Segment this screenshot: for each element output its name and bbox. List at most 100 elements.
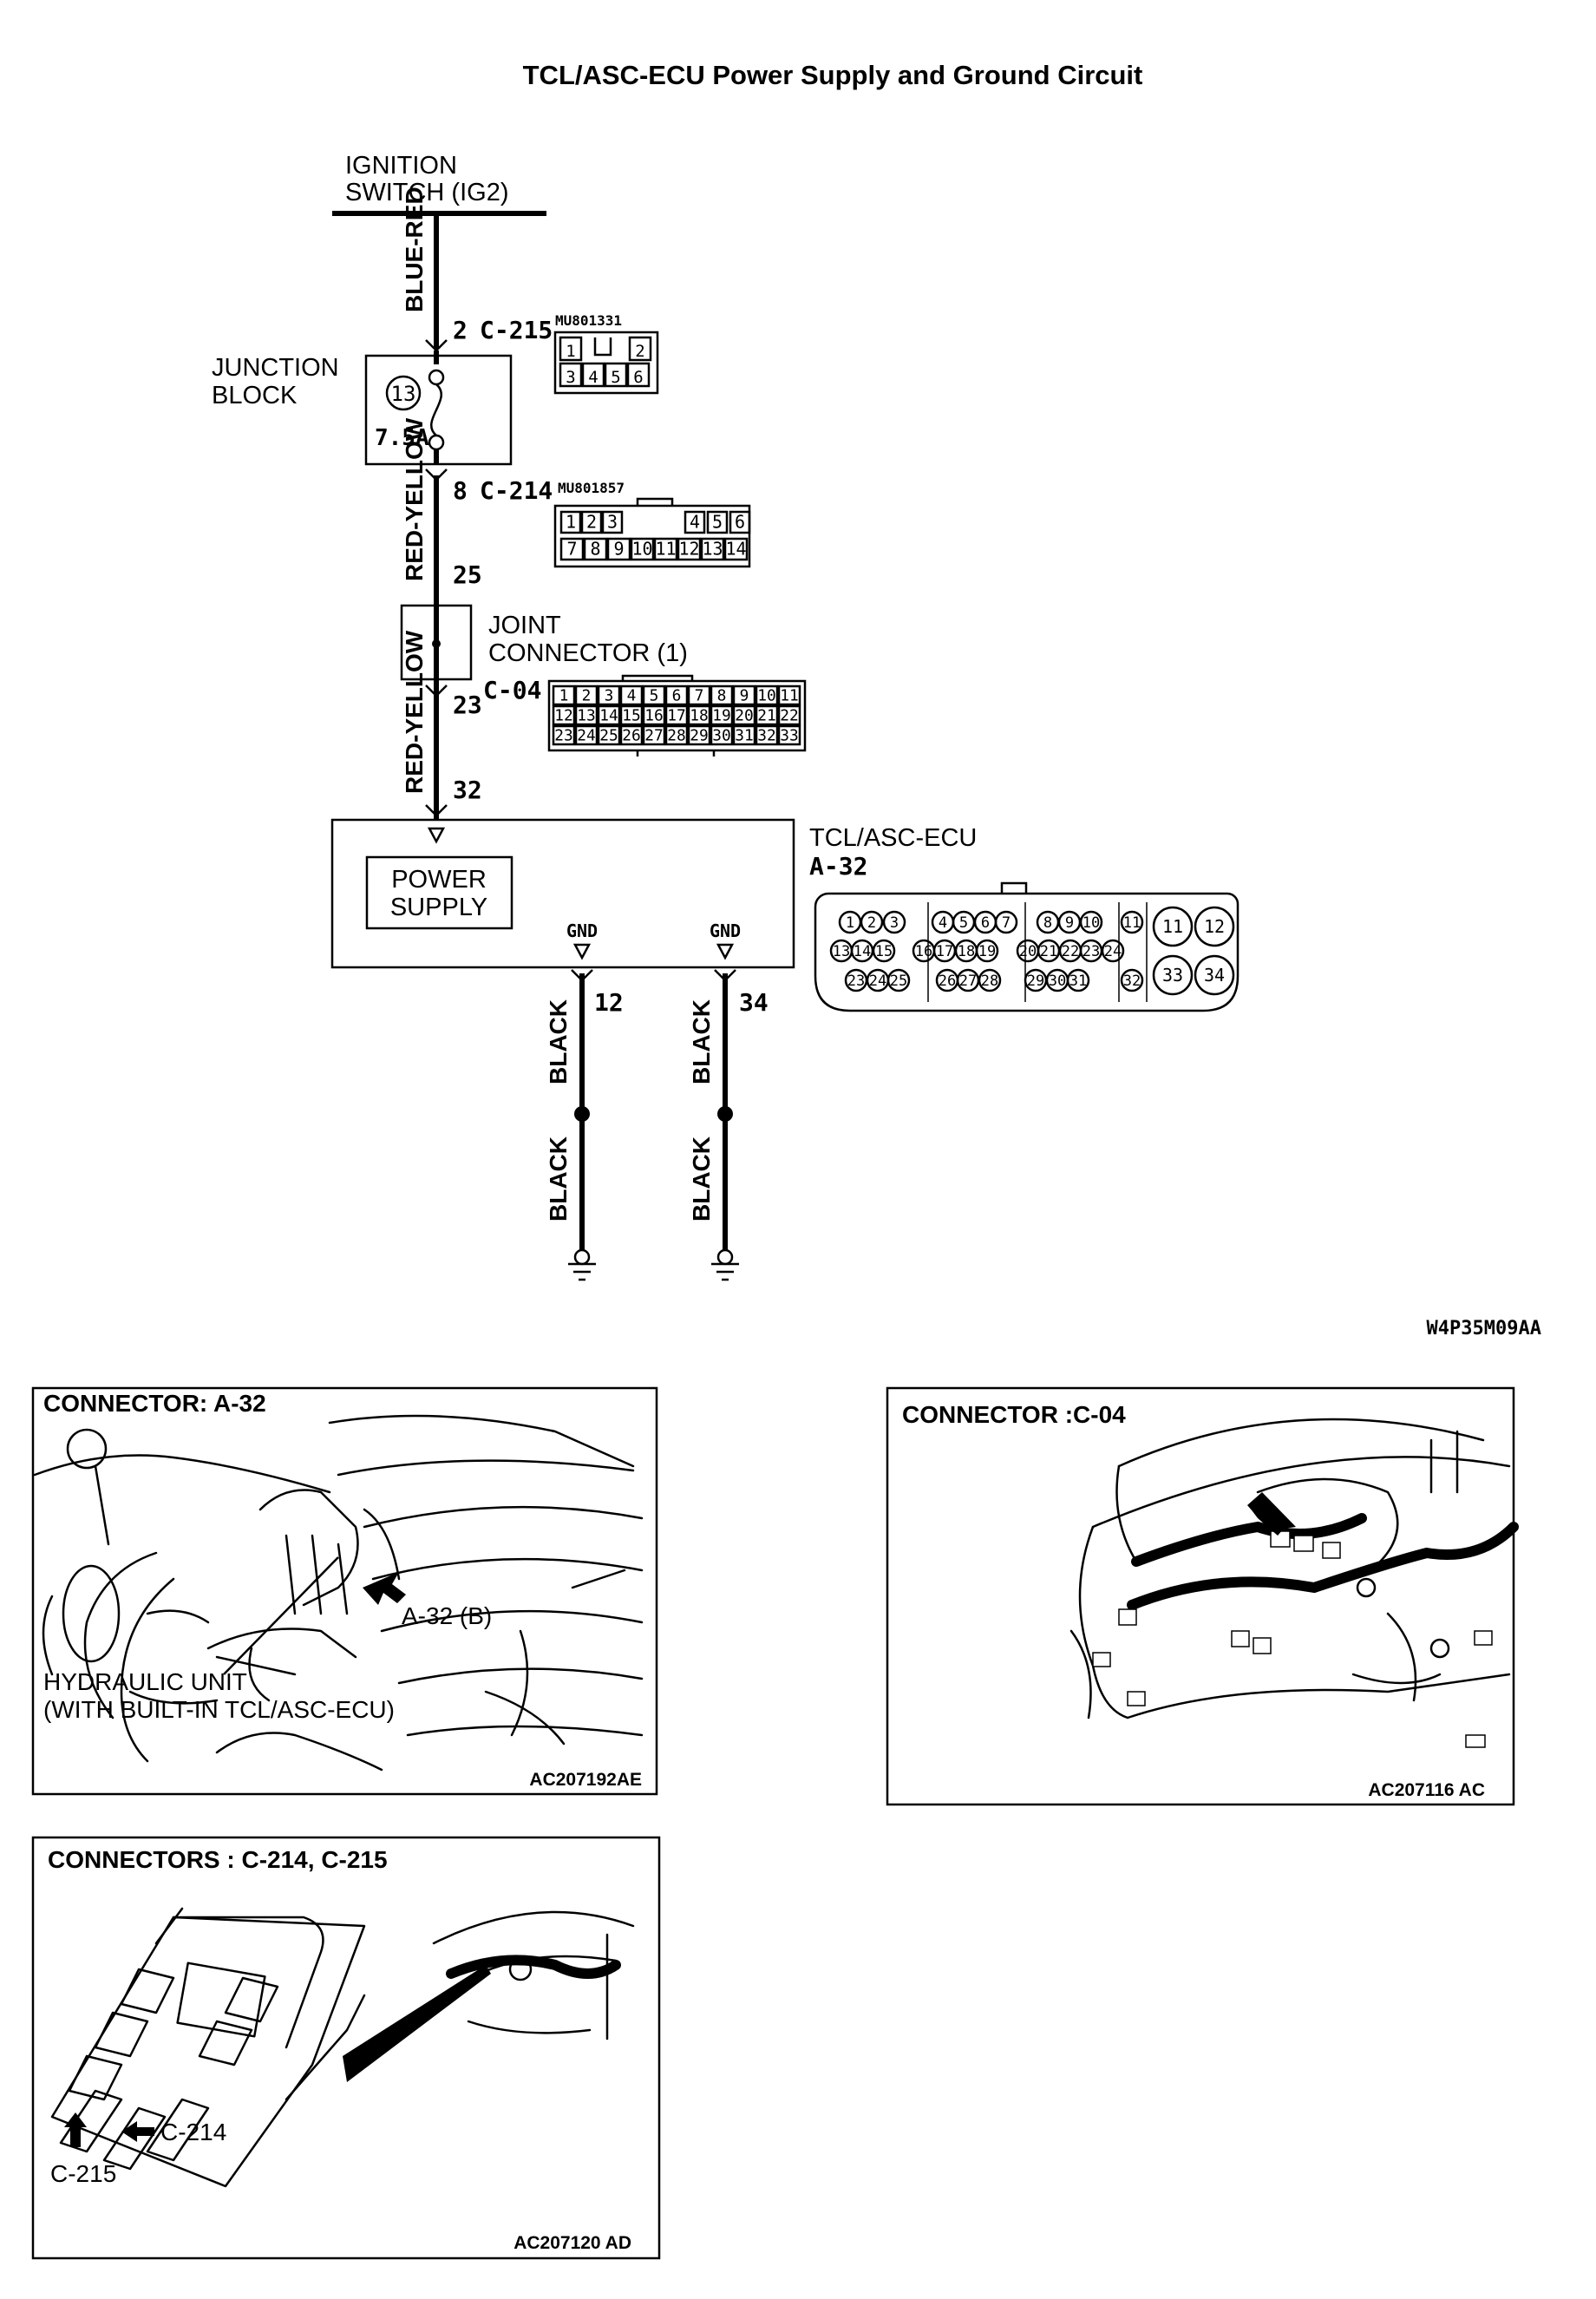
c214-cavity: 11 — [655, 539, 676, 560]
c04-cavity: 11 — [780, 686, 799, 704]
hydraulic-unit-leader — [223, 1556, 339, 1675]
a32-cavity: 28 — [981, 973, 998, 990]
panel-c214-callout2: C-215 — [50, 2160, 116, 2187]
panel-c214-callout1: C-214 — [160, 2119, 226, 2145]
c215-connector-face: 1 2 3 4 5 6 — [553, 331, 659, 395]
panel-connector-c04: CONNECTOR :C-04 AC207116 AC — [886, 1386, 1519, 1806]
fuse-number-circle — [385, 375, 422, 411]
c04-cavity: 14 — [599, 706, 618, 724]
c214-cavity: 2 — [586, 512, 597, 533]
connector-blocks-c04 — [1092, 1530, 1493, 1748]
c04-pin: 23 — [453, 691, 482, 719]
panel-a32-callout: A-32 (B) — [402, 1602, 492, 1629]
c04-cavity: 31 — [735, 726, 754, 744]
c215-cavity: 3 — [566, 368, 575, 387]
c04-cavity: 18 — [690, 706, 709, 724]
c214-cavity: 13 — [702, 539, 723, 560]
a32-cavity: 10 — [1083, 914, 1100, 932]
junction-block-box — [364, 354, 513, 466]
a32-cavity: 7 — [1002, 914, 1011, 932]
c214-out-pin: 25 — [453, 560, 482, 589]
c04-cavity: 30 — [712, 726, 731, 744]
c04-cavity: 5 — [650, 686, 659, 704]
joint-connector-label-line1: JOINT — [488, 612, 561, 639]
a32-cavity: 23 — [847, 973, 865, 990]
wire-label-red-yellow-2: RED-YELLOW — [401, 630, 428, 794]
c04-cavity: 24 — [577, 726, 596, 744]
c04-cavity: 2 — [582, 686, 592, 704]
a32-cavity: 25 — [890, 973, 907, 990]
c214-cavity: 6 — [735, 512, 745, 533]
fuse-rating: 7.5A — [375, 425, 429, 451]
a32-cavity: 2 — [867, 914, 876, 932]
c214-part: MU801857 — [558, 480, 625, 496]
c215-location-arrow — [64, 2112, 87, 2147]
c04-cavity: 16 — [644, 706, 664, 724]
c04-location-arrow — [1247, 1492, 1296, 1536]
c04-cavity: 10 — [757, 686, 776, 704]
a32-location-arrow — [363, 1572, 406, 1605]
panel-c214-title: CONNECTORS : C-214, C-215 — [48, 1846, 388, 1873]
c04-cavity: 23 — [554, 726, 573, 744]
c214-name: C-214 — [480, 476, 553, 505]
gnd-marker-12 — [572, 943, 592, 960]
panel-a32-code: AC207192AE — [529, 1770, 642, 1790]
power-supply-box — [365, 855, 513, 930]
c04-cavity: 13 — [577, 706, 596, 724]
a32-cavity: 15 — [875, 943, 893, 960]
c04-cavity: 33 — [780, 726, 799, 744]
a32-cavity: 19 — [978, 943, 996, 960]
c214-cavity: 7 — [566, 539, 577, 560]
ignition-label-line2: SWITCH (IG2) — [345, 179, 509, 206]
a32-cavity: 12 — [1204, 916, 1225, 937]
c04-name: C-04 — [483, 676, 541, 704]
c04-cavity: 21 — [757, 706, 776, 724]
a32-cavity: 20 — [1019, 943, 1037, 960]
a32-cavity: 11 — [1123, 914, 1141, 932]
fuse-element — [429, 383, 443, 436]
wire-label-black-2: BLACK — [545, 1136, 572, 1222]
wire-harness-c214 — [446, 1955, 621, 1979]
c215-part: MU801331 — [555, 312, 622, 329]
c04-cavity: 26 — [622, 726, 641, 744]
a32-cavity: 9 — [1065, 914, 1074, 932]
connector-mark-a32 — [425, 804, 448, 817]
joint-connector-label-line2: CONNECTOR (1) — [488, 639, 688, 667]
c214-pin: 8 — [453, 476, 468, 505]
a32-cavity: 11 — [1162, 916, 1183, 937]
c214-cavity: 12 — [678, 539, 699, 560]
c215-cavity: 5 — [611, 368, 620, 387]
a32-cavity: 31 — [1069, 973, 1087, 990]
c04-cavity: 28 — [667, 726, 686, 744]
c04-cavity: 25 — [599, 726, 618, 744]
a32-cavity: 4 — [939, 914, 947, 932]
panel-c04-title: CONNECTOR :C-04 — [902, 1401, 1126, 1428]
power-input-marker — [427, 827, 446, 844]
wire-label-blue-red: BLUE-RED — [401, 187, 428, 312]
c214-zoom-pointer — [343, 1965, 491, 2082]
wire-label-red-yellow-1: RED-YELLOW — [401, 417, 428, 581]
a32-cavity: 16 — [915, 943, 932, 960]
page-title: TCL/ASC-ECU Power Supply and Ground Circ… — [523, 60, 1143, 90]
a32-cavity: 3 — [890, 914, 899, 932]
splice-12 — [574, 1106, 590, 1122]
c04-cavity: 32 — [757, 726, 776, 744]
junction-block-label-line2: BLOCK — [212, 382, 298, 409]
panel-c04-code: AC207116 AC — [1368, 1780, 1485, 1800]
a32-cavity: 13 — [833, 943, 850, 960]
c215-cavity: 6 — [633, 368, 643, 387]
a32-cavity: 24 — [869, 973, 886, 990]
c04-cavity: 20 — [735, 706, 754, 724]
wire-harness-c04-upper — [1131, 1513, 1367, 1567]
wire-label-black-1: BLACK — [545, 999, 572, 1084]
c214-cavity: 8 — [590, 539, 600, 560]
a32-cavity: 5 — [959, 914, 968, 932]
c04-cavity: 22 — [780, 706, 799, 724]
panel-a32-title: CONNECTOR: A-32 — [43, 1390, 266, 1417]
ecu-connector-name: A-32 — [809, 852, 867, 881]
power-supply-line1: POWER — [391, 866, 487, 894]
